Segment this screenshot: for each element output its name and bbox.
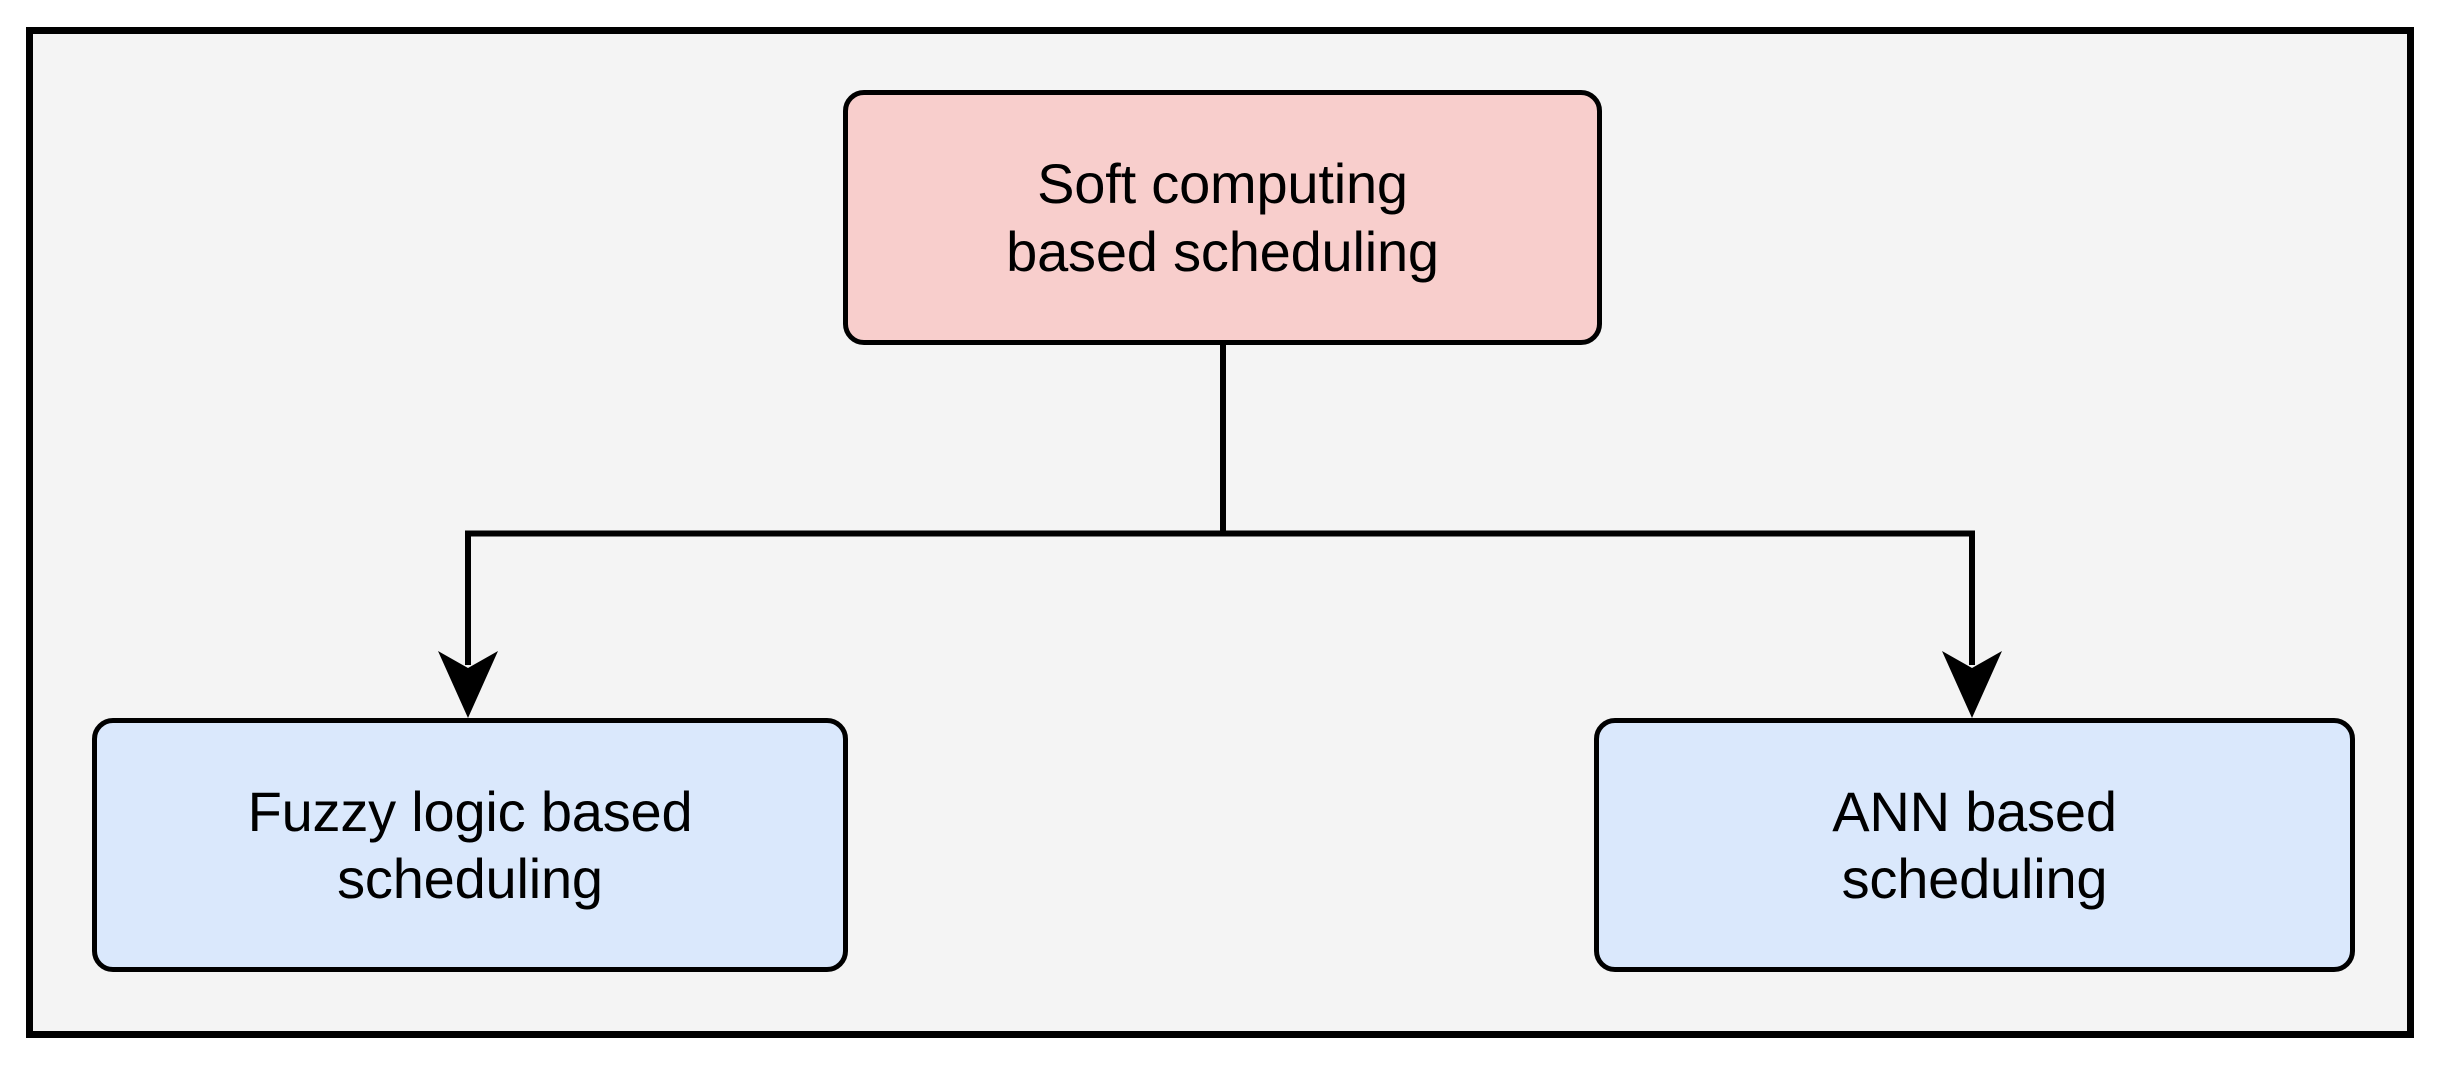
node-soft-computing-based-scheduling[interactable]: Soft computing based scheduling: [843, 90, 1602, 345]
node-ann-label: ANN based scheduling: [1832, 779, 2117, 910]
node-fuzzy-label: Fuzzy logic based scheduling: [247, 779, 693, 910]
node-ann-based-scheduling[interactable]: ANN based scheduling: [1594, 718, 2355, 972]
node-fuzzy-logic-based-scheduling[interactable]: Fuzzy logic based scheduling: [92, 718, 848, 972]
node-root-label: Soft computing based scheduling: [1006, 152, 1439, 283]
